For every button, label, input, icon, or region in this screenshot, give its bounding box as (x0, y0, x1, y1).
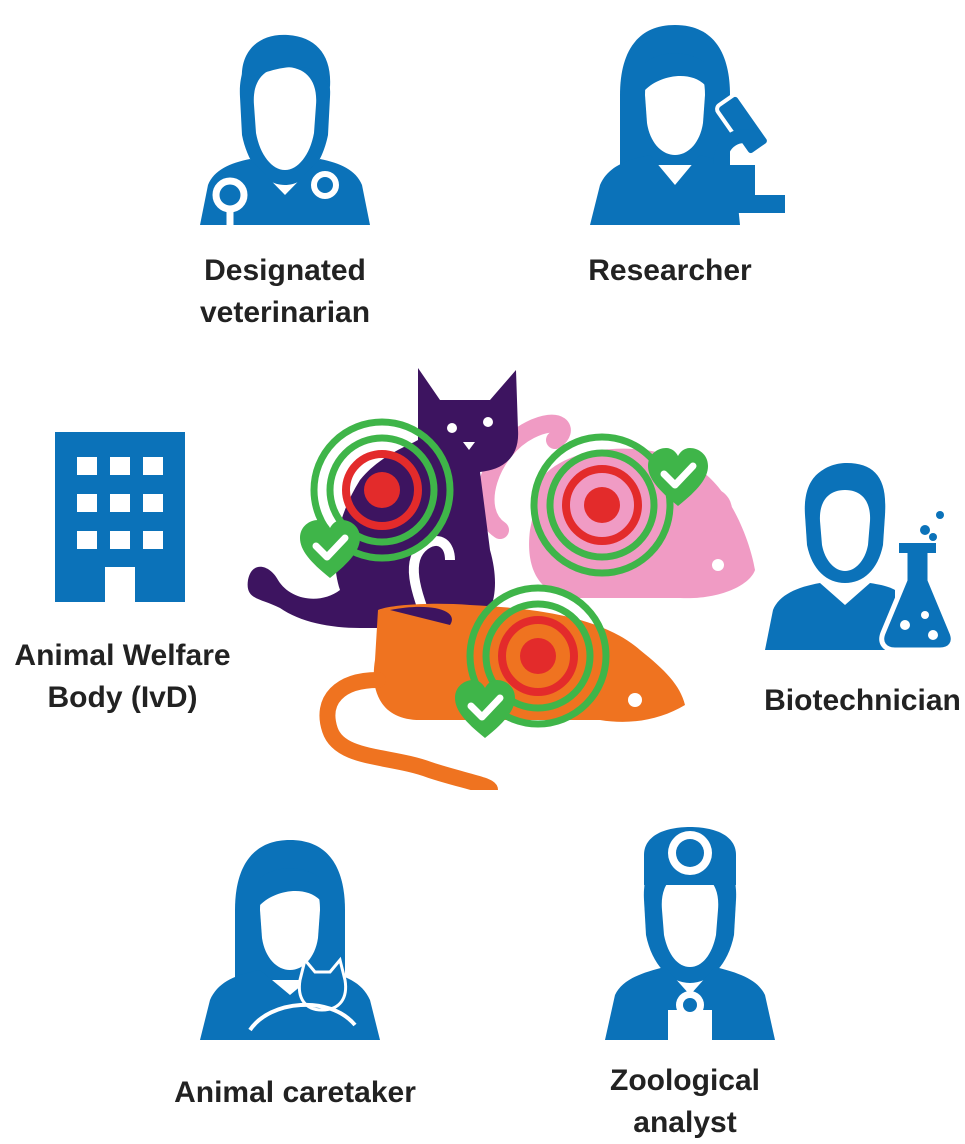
researcher-label: Researcher (560, 250, 780, 292)
building-icon (55, 432, 185, 602)
welfare-body-line2: Body (IvD) (47, 681, 198, 714)
researcher-figure (580, 15, 790, 225)
zoologist-line2: analyst (633, 1106, 737, 1139)
biotechnician-figure (765, 455, 955, 650)
caretaker-line1: Animal caretaker (174, 1076, 416, 1109)
veterinarian-line1: Designated (204, 254, 366, 287)
welfare-body-label: Animal Welfare Body (IvD) (0, 635, 245, 719)
zoological-analyst-head-mirror-icon (605, 827, 775, 1040)
caretaker-figure (190, 830, 395, 1040)
target-icon-mouse (530, 433, 674, 577)
zoologist-figure (590, 815, 790, 1040)
zoologist-line1: Zoological (610, 1064, 760, 1097)
target-icon-rat (466, 584, 610, 728)
veterinarian-stethoscope-icon (200, 34, 370, 225)
veterinarian-figure (190, 25, 380, 225)
researcher-line1: Researcher (588, 254, 752, 287)
zoologist-label: Zoological analyst (580, 1060, 790, 1144)
caretaker-cat-icon (200, 840, 380, 1040)
heart-check-icon-rat (455, 680, 515, 738)
heart-check-icon-mouse (648, 448, 708, 506)
veterinarian-line2: veterinarian (199, 296, 371, 329)
biotechnician-line1: Biotechnician (764, 684, 961, 717)
welfare-body-figure (55, 432, 185, 602)
biotechnician-label: Biotechnician (760, 680, 965, 722)
animals-cluster (240, 360, 770, 798)
researcher-microscope-icon (590, 25, 785, 225)
veterinarian-label: Designated veterinarian (160, 250, 410, 334)
heart-check-icon-cat (300, 520, 360, 578)
biotechnician-flask-icon (765, 463, 955, 650)
caretaker-label: Animal caretaker (150, 1072, 440, 1114)
welfare-body-line1: Animal Welfare (14, 639, 231, 672)
target-icon-cat (310, 418, 454, 562)
